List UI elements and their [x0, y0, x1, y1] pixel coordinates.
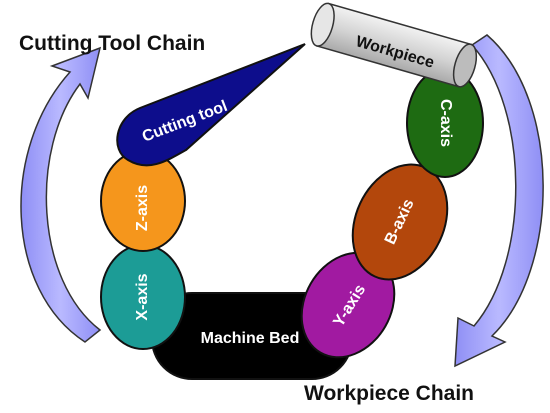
workpiece-chain-arrow: [454, 34, 544, 368]
cutting-tool-link: [116, 43, 306, 167]
c-axis-label: C-axis: [437, 99, 454, 147]
workpiece-chain-title: Workpiece Chain: [304, 382, 474, 405]
x-axis-label: X-axis: [134, 273, 151, 320]
machine-bed-label: Machine Bed: [201, 330, 300, 347]
cutting-tool-chain-arrow: [20, 46, 102, 343]
z-axis-label: Z-axis: [134, 185, 151, 231]
workpiece-link: [310, 2, 478, 88]
cutting-tool-chain-title: Cutting Tool Chain: [19, 32, 205, 55]
